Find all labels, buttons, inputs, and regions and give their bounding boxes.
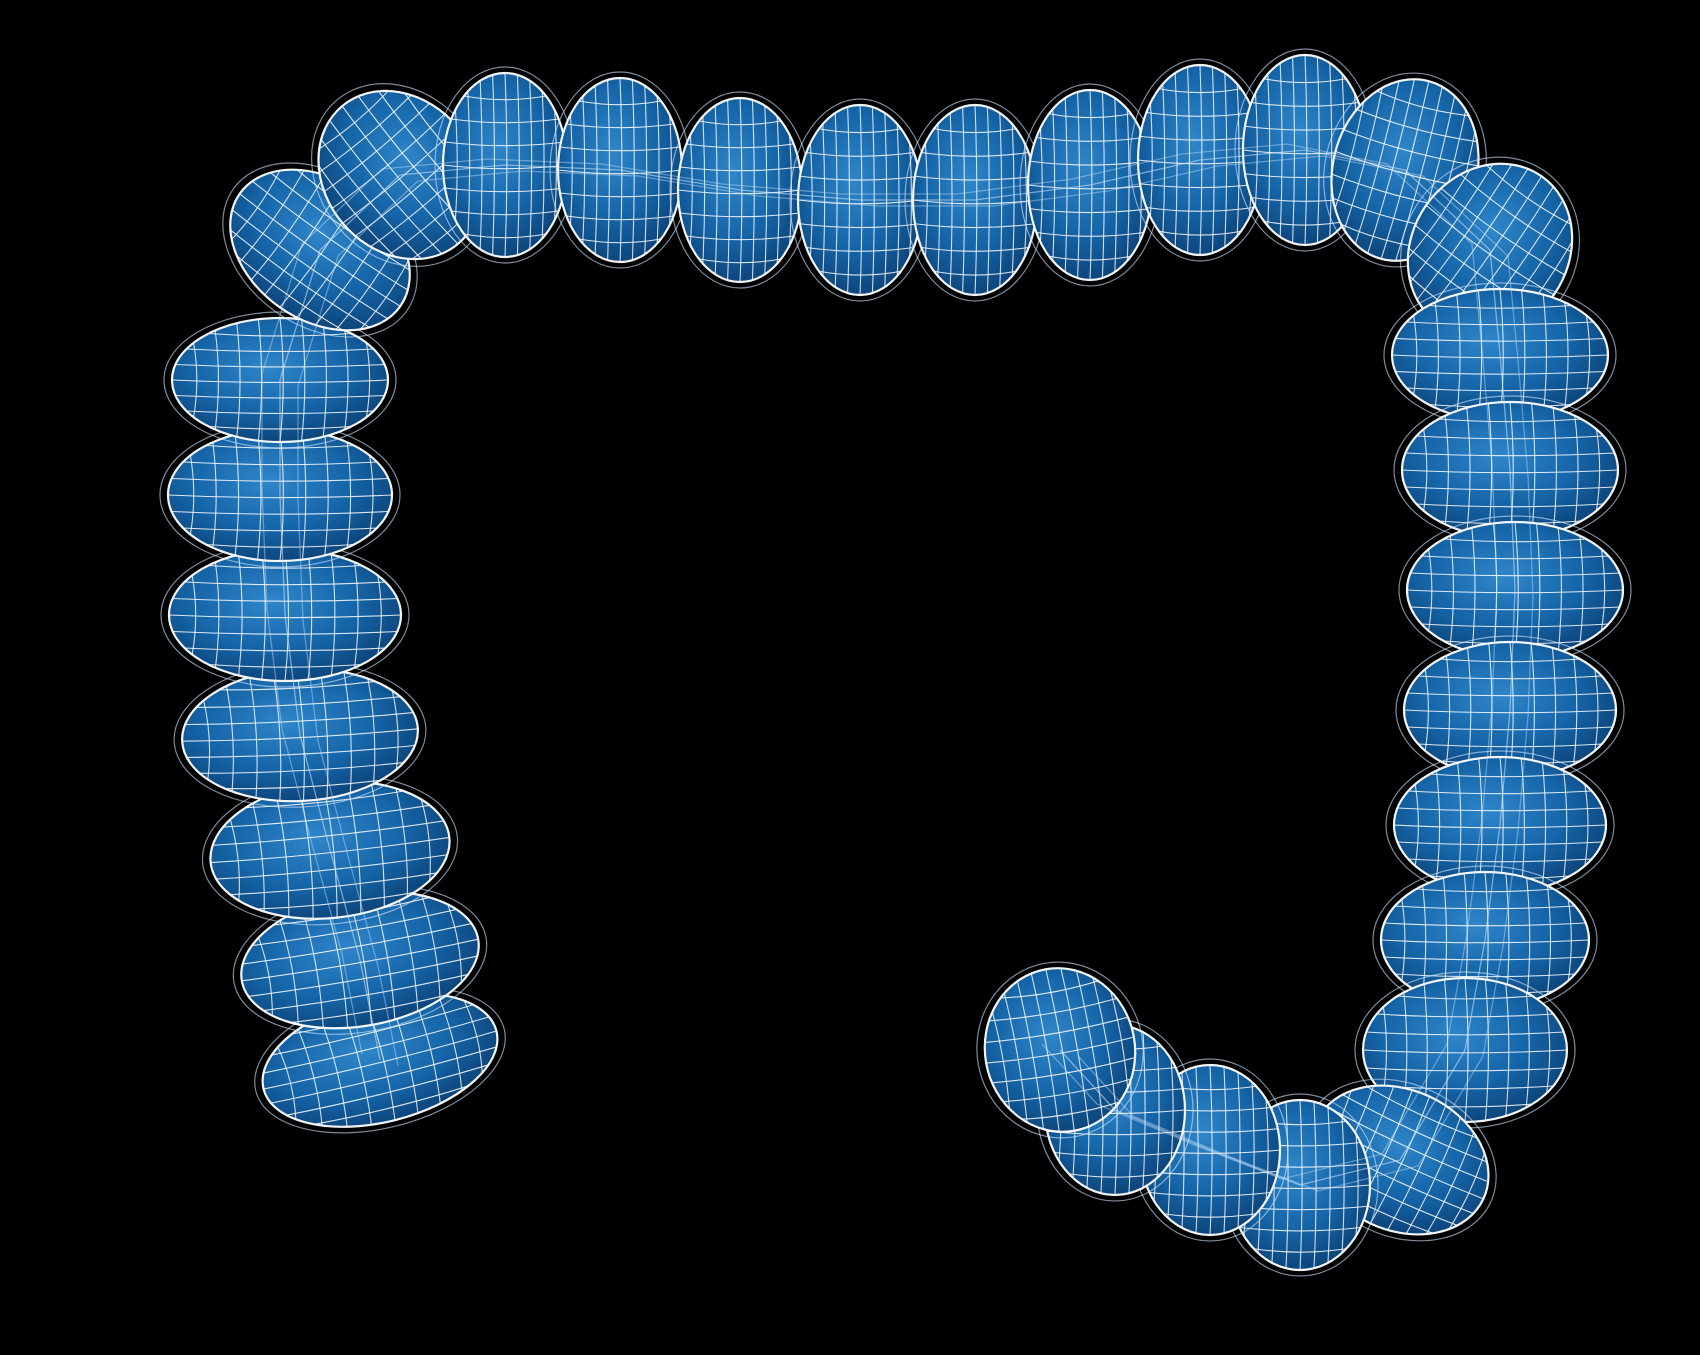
taenia-strand: [279, 149, 1516, 1186]
taenia-strand: [261, 143, 1498, 1180]
colon-body: [159, 48, 1632, 1277]
taenia-strand: [297, 155, 1534, 1192]
